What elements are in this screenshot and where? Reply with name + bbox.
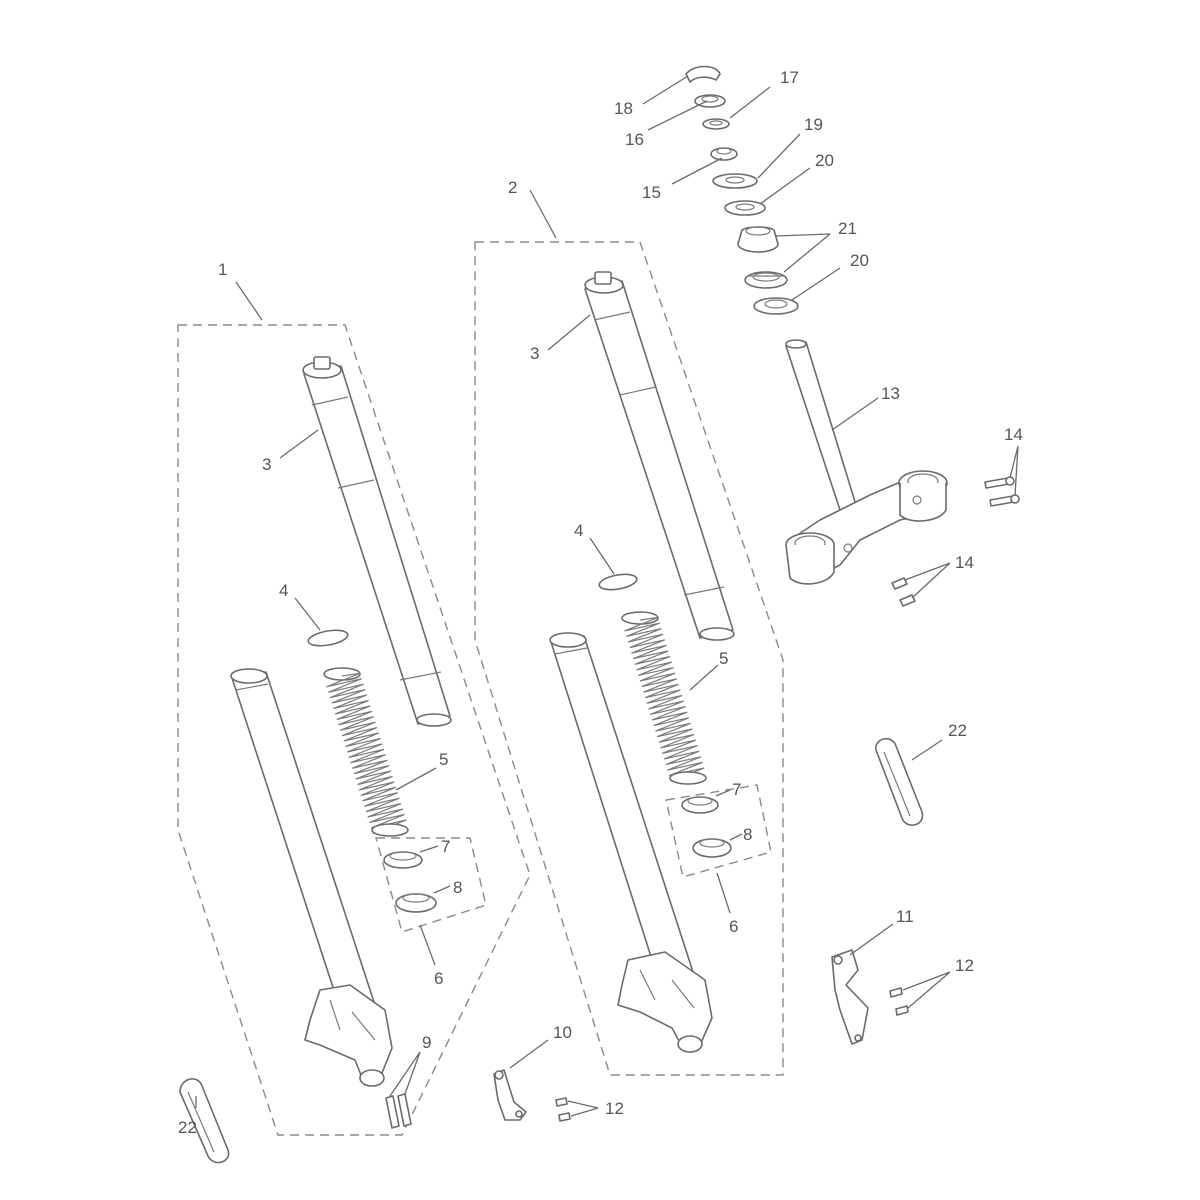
fork-upper-tube-left	[302, 356, 452, 727]
label-6-right: 6	[729, 917, 738, 936]
kit-outline-right	[474, 241, 784, 1076]
reflector-left	[179, 1078, 230, 1164]
label-7-right: 7	[732, 780, 741, 799]
part-labels: 1 2 3 3 4 4 5 5 6 6 7 7 8 8 9 10 11 12 1…	[178, 68, 1023, 1137]
label-19: 19	[804, 115, 823, 134]
oil-seal-left	[395, 893, 437, 913]
label-15: 15	[642, 183, 661, 202]
seal-20-lower	[753, 297, 799, 315]
label-20-lower: 20	[850, 251, 869, 270]
yoke-bolts-14-lower	[891, 577, 916, 607]
label-22-right: 22	[948, 721, 967, 740]
bracket-right	[831, 949, 869, 1045]
bracket-left	[493, 1069, 527, 1121]
fork-upper-tube-right	[584, 271, 735, 641]
label-5-left: 5	[439, 750, 448, 769]
leader-lines	[195, 75, 1019, 1117]
dust-seal-left	[383, 851, 423, 869]
label-14-lower: 14	[955, 553, 974, 572]
label-21: 21	[838, 219, 857, 238]
oil-seal-right	[692, 838, 732, 858]
washer-17	[702, 118, 730, 130]
label-3-right: 3	[530, 344, 539, 363]
bearing-21-lower	[744, 271, 788, 289]
label-1: 1	[218, 260, 227, 279]
label-3-left: 3	[262, 455, 271, 474]
label-2: 2	[508, 178, 517, 197]
fork-spring-right	[621, 611, 707, 785]
kit-outline-left	[177, 324, 531, 1136]
screws-bracket-right	[889, 987, 909, 1016]
seal-group-outline-left	[375, 837, 487, 933]
bearing-21-upper	[737, 226, 779, 253]
label-11: 11	[896, 907, 914, 926]
label-22-left: 22	[178, 1118, 197, 1137]
label-6-left: 6	[434, 969, 443, 988]
label-8-left: 8	[453, 878, 462, 897]
label-16: 16	[625, 130, 644, 149]
fork-lower-leg-right	[549, 632, 713, 1053]
axle-clamp-bolts	[385, 1093, 412, 1129]
yoke-bolts-14-upper	[984, 476, 1020, 507]
stem-nut-15	[710, 147, 738, 161]
label-7-left: 7	[441, 837, 450, 856]
label-12-bottom: 12	[605, 1099, 624, 1118]
label-4-left: 4	[279, 581, 288, 600]
o-ring-left	[307, 629, 349, 647]
label-17: 17	[780, 68, 799, 87]
label-20-upper: 20	[815, 151, 834, 170]
lower-yoke-13	[785, 339, 948, 585]
label-10: 10	[553, 1023, 572, 1042]
dust-seal-right	[681, 796, 719, 814]
screws-bracket-left	[555, 1097, 571, 1122]
reflector-right	[875, 738, 924, 826]
label-18: 18	[614, 99, 633, 118]
fork-lower-leg-left	[230, 668, 393, 1087]
lock-washer-16	[694, 94, 726, 108]
fork-spring-left	[323, 667, 409, 837]
cap-18	[685, 65, 721, 83]
seal-group-outline-right	[665, 784, 772, 878]
seal-20-upper	[724, 200, 766, 216]
o-ring-right	[598, 573, 638, 591]
label-9: 9	[422, 1033, 431, 1052]
label-8-right: 8	[743, 825, 752, 844]
label-4-right: 4	[574, 521, 583, 540]
label-12-right: 12	[955, 956, 974, 975]
label-14-upper: 14	[1004, 425, 1023, 444]
label-5-right: 5	[719, 649, 728, 668]
label-13: 13	[881, 384, 900, 403]
washer-19	[712, 173, 758, 189]
